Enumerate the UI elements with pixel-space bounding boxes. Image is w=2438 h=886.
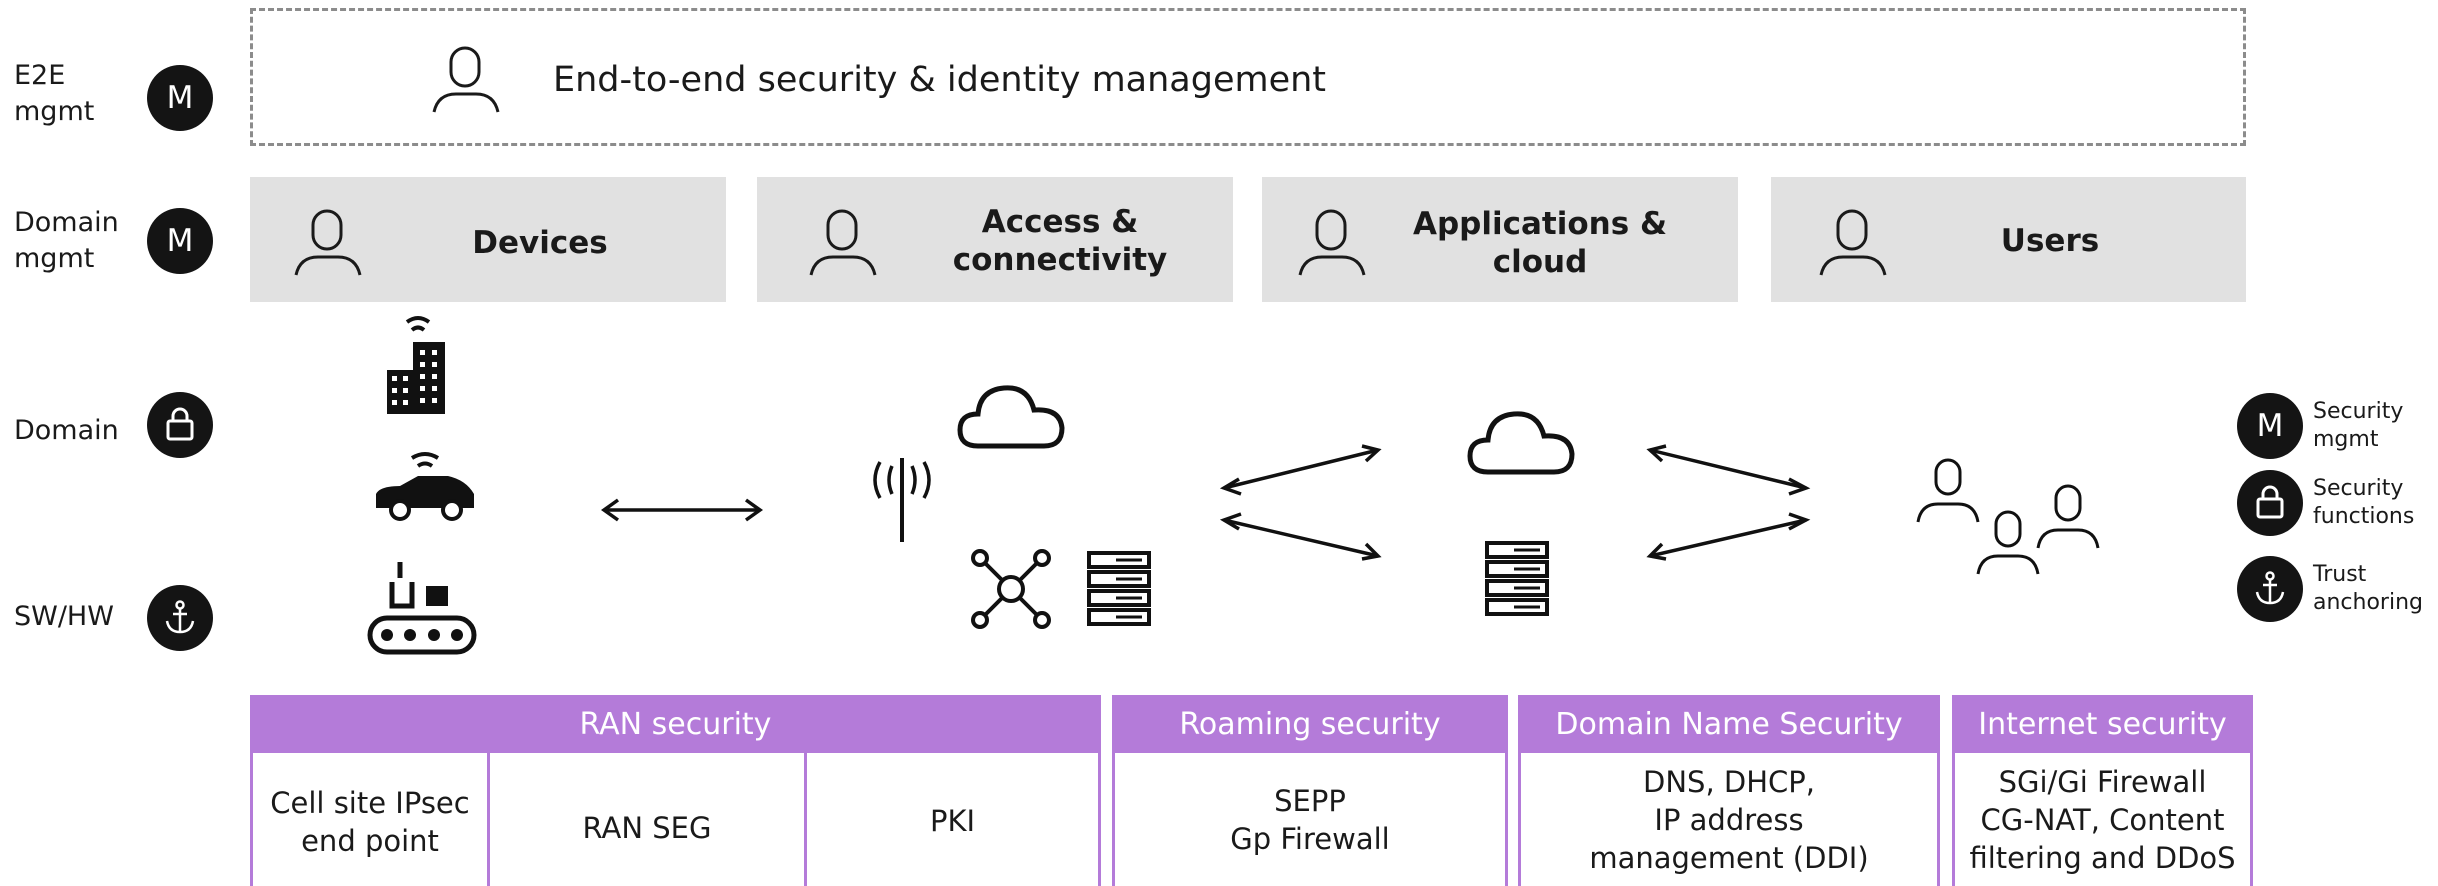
anchor-icon [147, 585, 213, 651]
cell-internet: SGi/Gi Firewall CG-NAT, Content filterin… [1969, 765, 2236, 875]
cell-ran-ipsec: Cell site IPsec end point [270, 786, 470, 858]
cloud-icon [1467, 411, 1575, 475]
mgmt-icon: M [2237, 393, 2303, 459]
mgmt-icon: M [147, 65, 213, 131]
cloud-icon [957, 385, 1065, 449]
person-icon [294, 209, 362, 276]
domain-box-applications [1262, 177, 1738, 302]
cell-roaming: SEPP Gp Firewall [1230, 784, 1390, 856]
anchor-icon [2237, 556, 2303, 622]
server-icon [1087, 551, 1151, 626]
cell-divider [487, 753, 490, 886]
section-header-dns: Domain Name Security [1518, 695, 1940, 753]
row-label-sw-hw: SW/HW [14, 601, 114, 632]
mgmt-icon: M [147, 208, 213, 274]
server-icon [1485, 541, 1549, 616]
row-label-domain: Domain [14, 415, 119, 446]
row-label-domain-mgmt: Domain mgmt [14, 207, 119, 274]
person-icon [1298, 209, 1366, 276]
lock-icon [2237, 470, 2303, 536]
legend-trust-anchoring: Trust anchoring [2313, 562, 2423, 615]
e2e-title: End-to-end security & identity managemen… [553, 60, 1327, 100]
connected-car-icon [376, 452, 474, 521]
network-hub-icon [971, 549, 1051, 629]
row-label-e2e-mgmt: E2E mgmt [14, 60, 95, 127]
domain-box-access [757, 177, 1233, 302]
domain-title-applications: Applications & cloud [1412, 206, 1667, 280]
cell-ran-seg: RAN SEG [582, 811, 712, 845]
section-header-roaming: Roaming security [1112, 695, 1508, 753]
lock-icon [147, 392, 213, 458]
domain-title-devices: Devices [472, 225, 608, 261]
building-icon [387, 316, 445, 414]
users-group-icon [1916, 458, 2100, 575]
antenna-icon [873, 458, 931, 542]
section-body-roaming [1112, 753, 1508, 886]
domain-title-users: Users [2000, 223, 2100, 259]
section-body-ran [250, 753, 1101, 886]
domain-title-access: Access & connectivity [952, 204, 1168, 278]
cell-dns: DNS, DHCP, IP address management (DDI) [1589, 765, 1869, 875]
person-icon [809, 209, 877, 276]
section-header-internet: Internet security [1952, 695, 2253, 753]
factory-conveyor-icon [367, 562, 477, 655]
section-header-ran: RAN security [250, 695, 1101, 753]
legend-security-mgmt: Security mgmt [2313, 399, 2404, 452]
domain-box-devices [250, 177, 726, 302]
e2e-management-box [250, 8, 2246, 146]
person-icon [1819, 209, 1887, 276]
section-body-dns [1518, 753, 1940, 886]
cell-divider [804, 753, 807, 886]
domain-box-users [1771, 177, 2246, 302]
section-body-internet [1952, 753, 2253, 886]
person-icon [432, 46, 500, 113]
legend-security-functions: Security functions [2313, 476, 2415, 529]
cell-ran-pki: PKI [929, 804, 976, 838]
